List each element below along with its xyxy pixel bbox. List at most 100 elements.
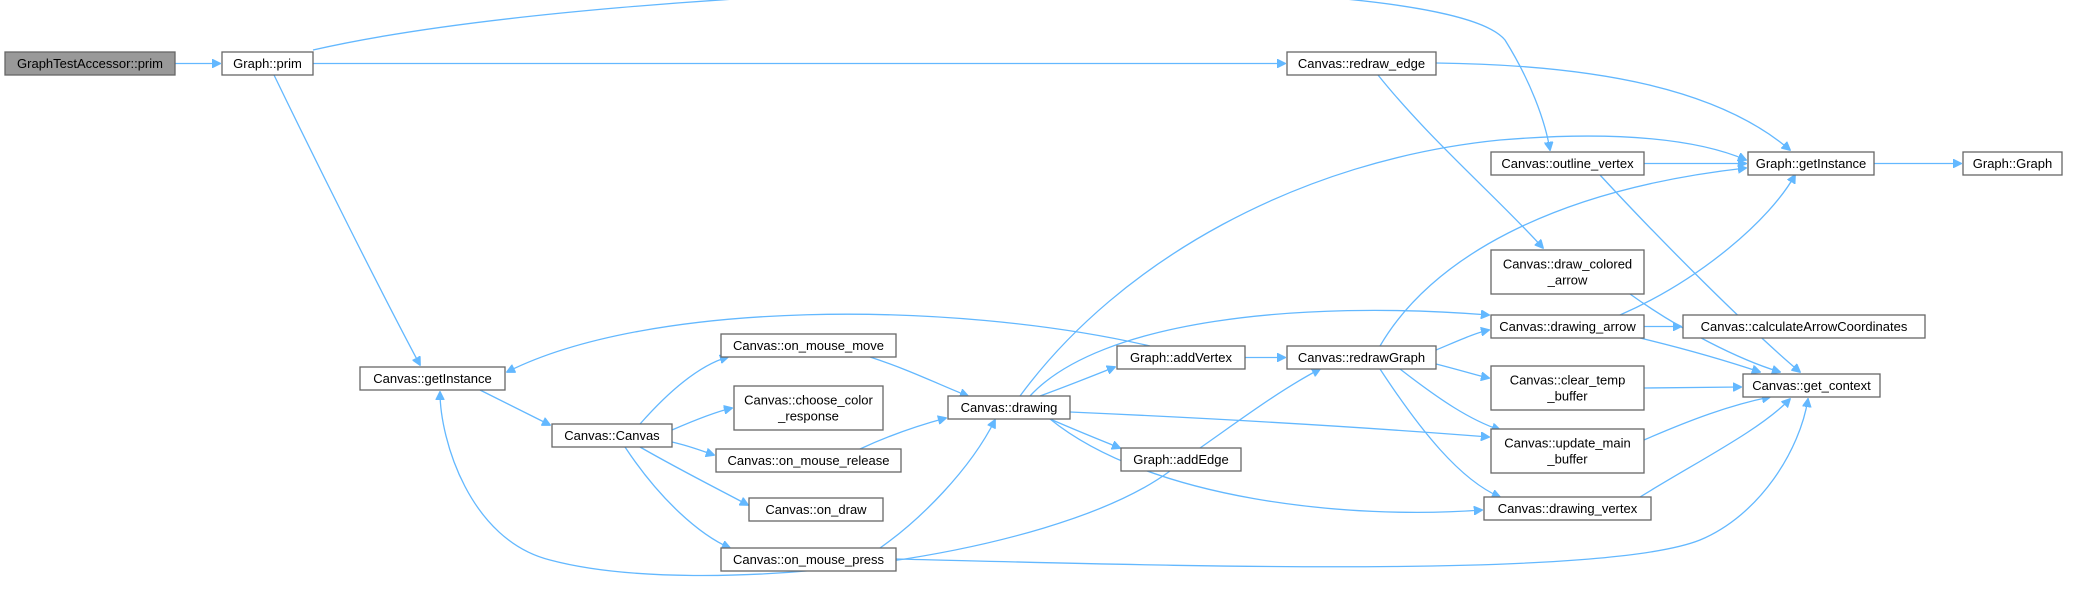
e-drawing-update_main	[1069, 411, 1489, 437]
node-box	[947, 395, 1071, 420]
e-graph_addedge-canvas_getinstance	[440, 392, 1171, 577]
e-canvas_canvas-on_mouse_move	[639, 357, 728, 425]
node-redrawgraph[interactable]: Canvas::redrawGraph	[1286, 345, 1437, 370]
node-label: Canvas::on_mouse_release	[728, 453, 890, 468]
node-graph-addedge[interactable]: Graph::addEdge	[1120, 447, 1242, 472]
e-graph_addedge-redrawgraph	[1199, 369, 1320, 449]
e-drawing-graph_addvertex	[1039, 367, 1115, 397]
e-on_mouse_press-get_context	[895, 399, 1808, 568]
node-graph-graph[interactable]: Graph::Graph	[1962, 151, 2063, 176]
node-box	[733, 385, 884, 431]
node-graph-addvertex[interactable]: Graph::addVertex	[1116, 345, 1246, 370]
node-box	[1490, 365, 1645, 411]
node-label: Canvas::calculateArrowCoordinates	[1701, 319, 1908, 334]
node-box	[748, 497, 884, 522]
e-canvas_canvas-on_mouse_press	[624, 446, 730, 548]
node-label: Canvas::Canvas	[564, 428, 660, 443]
node-box	[1490, 249, 1645, 295]
node-box	[715, 448, 902, 473]
node-label: Canvas::draw_colored	[1503, 257, 1632, 272]
node-label: _buffer	[1546, 389, 1588, 404]
e-drawing_arrow-graph_getinstance	[1619, 175, 1795, 316]
node-box	[1490, 314, 1645, 339]
node-label: Graph::addEdge	[1133, 452, 1228, 467]
node-label: GraphTestAccessor::prim	[17, 56, 163, 71]
e-clear_temp-get_context	[1643, 387, 1741, 388]
e-drawing-graph_getinstance	[1019, 135, 1746, 397]
node-label: Canvas::clear_temp	[1510, 373, 1626, 388]
node-box	[1742, 373, 1881, 398]
node-drawing-arrow[interactable]: Canvas::drawing_arrow	[1490, 314, 1645, 339]
node-label: Canvas::outline_vertex	[1501, 156, 1634, 171]
node-box	[551, 423, 673, 448]
e-canvas_canvas-on_mouse_release	[671, 441, 714, 455]
node-choose-color[interactable]: Canvas::choose_color_response	[733, 385, 884, 431]
node-label: Canvas::on_draw	[765, 502, 867, 517]
node-on-mouse-release[interactable]: Canvas::on_mouse_release	[715, 448, 902, 473]
node-label: _buffer	[1546, 452, 1588, 467]
node-box	[1483, 496, 1652, 521]
node-get-context[interactable]: Canvas::get_context	[1742, 373, 1881, 398]
e-canvas_canvas-on_draw	[639, 446, 748, 505]
node-redraw-edge[interactable]: Canvas::redraw_edge	[1286, 51, 1437, 76]
node-box	[1286, 51, 1437, 76]
node-on-mouse-move[interactable]: Canvas::on_mouse_move	[720, 333, 897, 358]
node-label: Graph::Graph	[1973, 156, 2053, 171]
node-label: Canvas::on_mouse_move	[733, 338, 884, 353]
e-drawing-graph_addedge	[1049, 418, 1120, 448]
node-box	[1286, 345, 1437, 370]
e-outline-get_context	[1599, 174, 1800, 372]
node-drawing-vertex[interactable]: Canvas::drawing_vertex	[1483, 496, 1652, 521]
node-box	[4, 51, 176, 76]
node-label: _response	[777, 409, 839, 424]
e-canvas_canvas-choose_color	[671, 408, 732, 431]
node-canvas-canvas[interactable]: Canvas::Canvas	[551, 423, 673, 448]
node-drawing[interactable]: Canvas::drawing	[947, 395, 1071, 420]
node-box	[1682, 314, 1926, 339]
node-canvas-getinstance[interactable]: Canvas::getInstance	[359, 366, 506, 391]
node-label: Canvas::redraw_edge	[1298, 56, 1425, 71]
node-box	[359, 366, 506, 391]
node-label: Graph::addVertex	[1130, 350, 1232, 365]
node-graph-getinstance[interactable]: Graph::getInstance	[1747, 151, 1875, 176]
edges-layer	[175, 0, 1961, 577]
e-graph_addvertex-canvas_getinstance	[507, 313, 1151, 372]
node-box	[221, 51, 314, 76]
node-on-draw[interactable]: Canvas::on_draw	[748, 497, 884, 522]
node-label: Canvas::drawing_vertex	[1498, 501, 1638, 516]
e-drawing-drawing_arrow	[1029, 309, 1489, 397]
node-draw-colored-arrow[interactable]: Canvas::draw_colored_arrow	[1490, 249, 1645, 295]
node-gta-prim[interactable]: GraphTestAccessor::prim	[4, 51, 176, 76]
node-label: Canvas::choose_color	[744, 393, 873, 408]
node-calc-arrow[interactable]: Canvas::calculateArrowCoordinates	[1682, 314, 1926, 339]
e-redraw_edge-draw_colored	[1377, 74, 1543, 248]
e-redrawgraph-graph_getinstance	[1379, 168, 1746, 347]
node-label: Canvas::drawing_arrow	[1499, 319, 1636, 334]
e-redrawgraph-drawing_arrow	[1435, 330, 1489, 351]
e-draw_colored-get_context	[1629, 293, 1780, 372]
node-box	[1116, 345, 1246, 370]
node-box	[1120, 447, 1242, 472]
e-prim-outline	[312, 0, 1550, 150]
e-update_main-get_context	[1643, 397, 1770, 441]
e-redrawgraph-update_main	[1399, 368, 1500, 430]
node-box	[720, 333, 897, 358]
node-on-mouse-press[interactable]: Canvas::on_mouse_press	[720, 547, 897, 572]
node-update-main[interactable]: Canvas::update_main_buffer	[1490, 428, 1645, 474]
node-label: Canvas::drawing	[961, 400, 1058, 415]
node-label: Canvas::redrawGraph	[1298, 350, 1425, 365]
node-label: Canvas::getInstance	[373, 371, 492, 386]
node-outline-vertex[interactable]: Canvas::outline_vertex	[1490, 151, 1645, 176]
e-drawing-drawing_vertex	[1049, 418, 1482, 512]
e-on_mouse_press-drawing	[879, 420, 995, 549]
node-label: Canvas::on_mouse_press	[733, 552, 885, 567]
node-label: Canvas::update_main	[1504, 436, 1630, 451]
node-box	[720, 547, 897, 572]
e-redraw_edge-graph_getinstance	[1435, 62, 1790, 150]
e-drawing_arrow-get_context	[1639, 337, 1760, 372]
node-label: _arrow	[1547, 273, 1588, 288]
node-graph-prim[interactable]: Graph::prim	[221, 51, 314, 76]
node-clear-temp[interactable]: Canvas::clear_temp_buffer	[1490, 365, 1645, 411]
